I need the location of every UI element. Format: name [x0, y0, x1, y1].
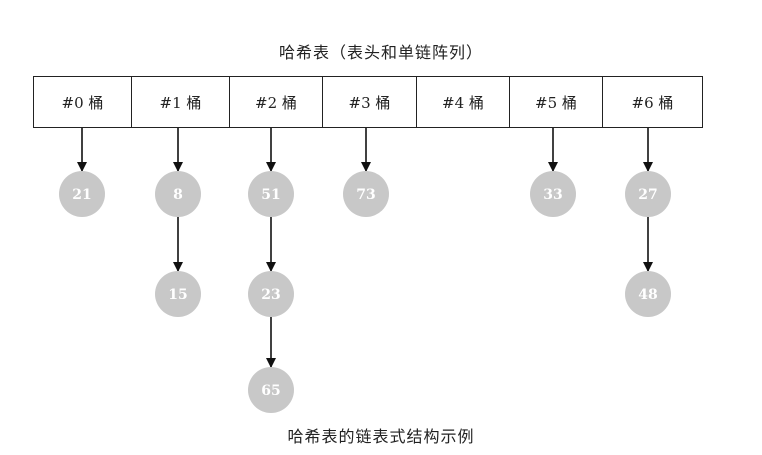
list-node	[625, 171, 671, 217]
node-value: 27	[638, 187, 657, 203]
node-value: 21	[72, 187, 91, 203]
list-node	[59, 171, 105, 217]
diagram-title: 哈希表（表头和单链阵列）	[278, 43, 483, 62]
bucket-table: #0 桶 #1 桶 #2 桶 #3 桶 #4 桶 #5 桶 #6 桶	[33, 76, 703, 128]
list-node	[248, 367, 294, 413]
list-node	[155, 271, 201, 317]
diagram-caption: 哈希表的链表式结构示例	[287, 427, 475, 446]
bucket-5: #5 桶	[510, 77, 603, 127]
list-node	[343, 171, 389, 217]
node-value: 23	[261, 287, 280, 303]
bucket-2: #2 桶	[230, 77, 323, 127]
bucket-1: #1 桶	[132, 77, 230, 127]
bucket-3: #3 桶	[323, 77, 417, 127]
node-value: 15	[168, 287, 187, 303]
bucket-0: #0 桶	[34, 77, 132, 127]
node-value: 73	[356, 187, 375, 203]
node-value: 33	[543, 187, 562, 203]
node-value: 8	[173, 187, 183, 203]
bucket-4: #4 桶	[417, 77, 510, 127]
list-node	[248, 171, 294, 217]
list-node	[530, 171, 576, 217]
list-node	[248, 271, 294, 317]
node-value: 65	[261, 383, 280, 399]
node-value: 48	[638, 287, 657, 303]
list-node	[155, 171, 201, 217]
list-node	[625, 271, 671, 317]
bucket-6: #6 桶	[631, 93, 674, 112]
node-value: 51	[261, 187, 280, 203]
